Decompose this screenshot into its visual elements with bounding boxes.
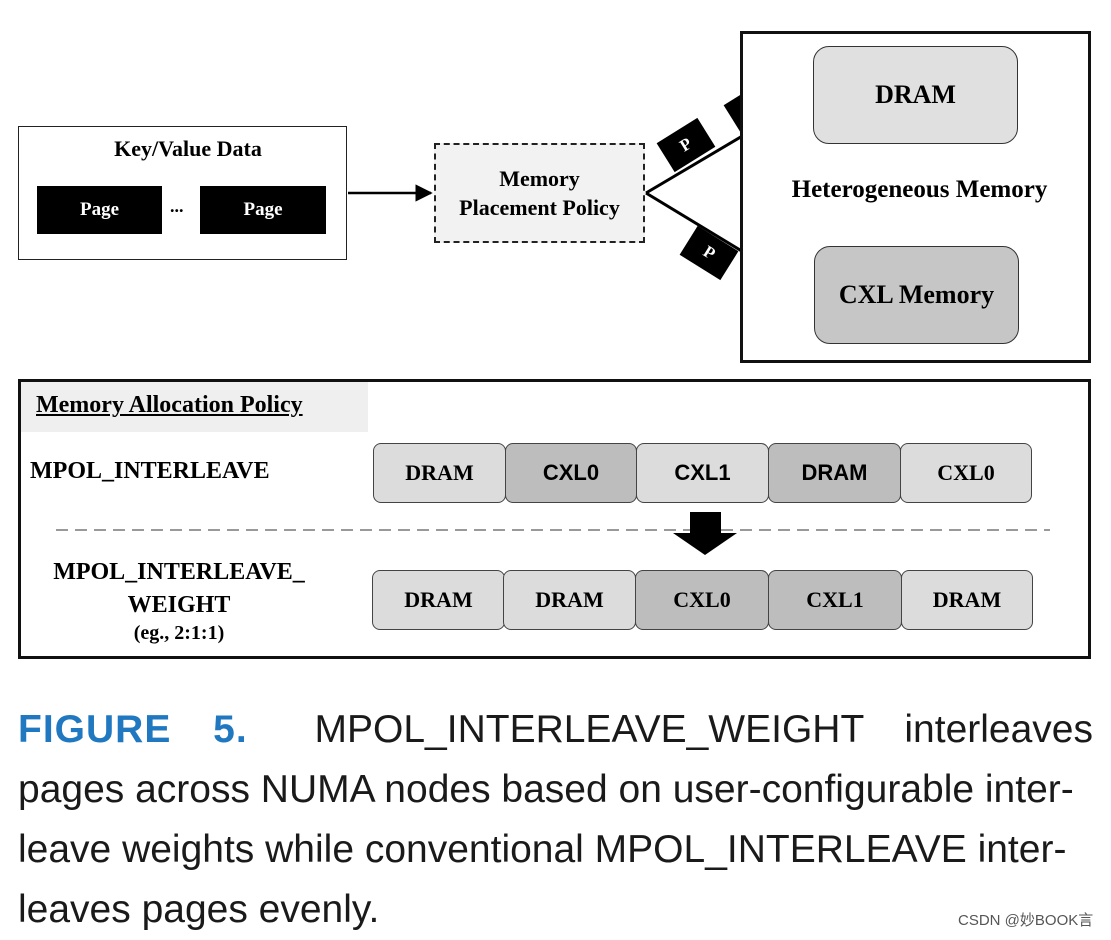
caption-line-3: leave weights while conventional MPOL_IN…	[18, 828, 1067, 871]
row2-cell: DRAM	[503, 570, 636, 630]
figure-label: FIGURE 5.	[18, 708, 248, 751]
mpol-interleave-weight-label: MPOL_INTERLEAVE_ WEIGHT	[24, 556, 334, 622]
caption-line-1: MPOL_INTERLEAVE_WEIGHT interleaves	[314, 708, 1093, 751]
allocation-policy-frame	[18, 379, 1091, 659]
mpol2-line-1: MPOL_INTERLEAVE_	[53, 559, 305, 585]
row1-cell: DRAM	[768, 443, 901, 503]
row2-cell: DRAM	[372, 570, 505, 630]
ellipsis: ...	[170, 196, 184, 216]
page-block-1: Page	[37, 186, 162, 234]
page-block-2: Page	[200, 186, 326, 234]
row2-cell: CXL1	[768, 570, 902, 630]
row1-cell: CXL0	[505, 443, 637, 503]
cxl-memory-box: CXL Memory	[814, 246, 1019, 344]
dram-box: DRAM	[813, 46, 1018, 144]
row1-cell: CXL0	[900, 443, 1032, 503]
row2-cell: CXL0	[635, 570, 769, 630]
down-arrow-icon	[673, 512, 737, 555]
row2-cell: DRAM	[901, 570, 1033, 630]
heterogeneous-memory-label: Heterogeneous Memory	[791, 176, 1048, 203]
row1-cell: CXL1	[636, 443, 769, 503]
key-value-title: Key/Value Data	[114, 136, 262, 161]
watermark: CSDN @妙BOOK言	[958, 912, 1094, 929]
policy-line-2: Placement Policy	[459, 195, 620, 220]
placement-policy-box: Memory Placement Policy	[434, 143, 645, 243]
caption-line-2: pages across NUMA nodes based on user-co…	[18, 768, 1074, 811]
policy-title-background	[21, 382, 368, 432]
policy-line-1: Memory	[499, 166, 580, 191]
weight-example-label: (eg., 2:1:1)	[133, 622, 225, 644]
row1-cell: DRAM	[373, 443, 506, 503]
mpol-interleave-label: MPOL_INTERLEAVE	[30, 458, 270, 484]
caption-line-4: leaves pages evenly.	[18, 888, 380, 931]
mpol2-line-2: WEIGHT	[127, 592, 231, 618]
allocation-policy-title: Memory Allocation Policy	[36, 392, 303, 418]
